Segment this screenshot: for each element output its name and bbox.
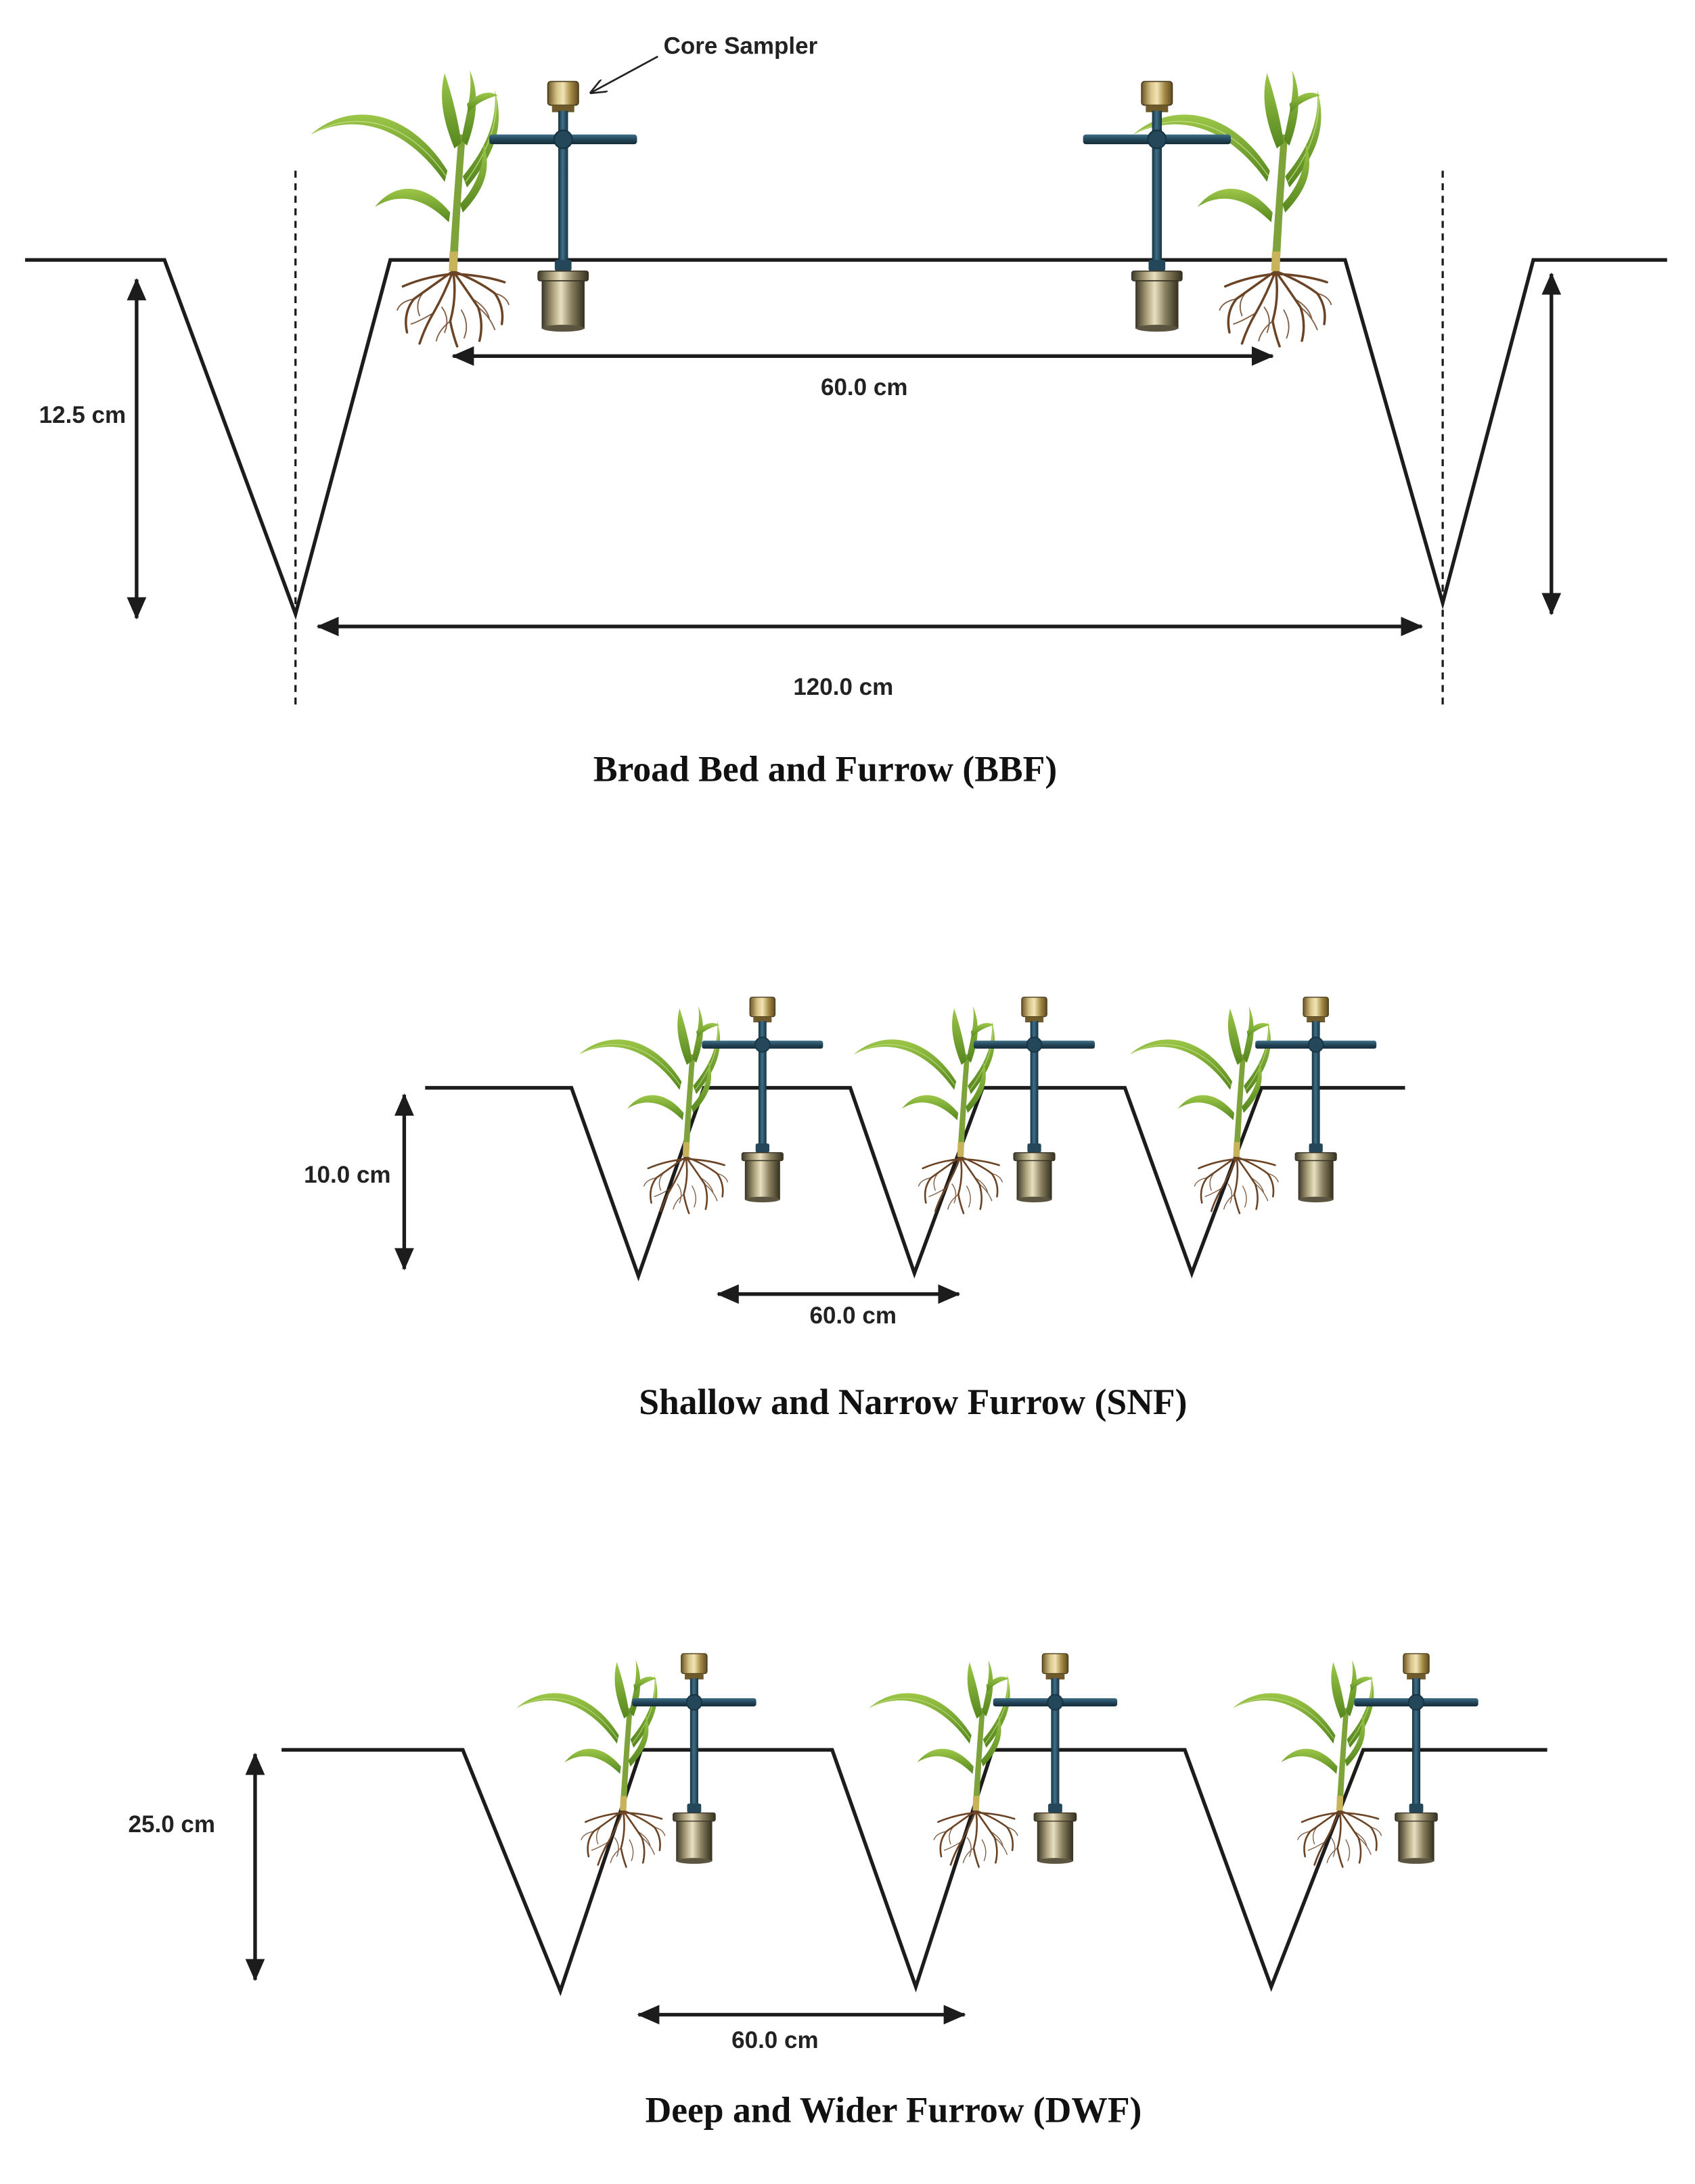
row-spacing-label: 60.0 cm: [731, 2027, 818, 2053]
core-sampler: [631, 1653, 757, 1865]
maize-plant: [868, 1659, 1019, 1868]
panel-title: Broad Bed and Furrow (BBF): [593, 749, 1057, 790]
maize-plant: [1129, 1005, 1280, 1214]
core-sampler: [1255, 997, 1378, 1203]
maize-plant: [515, 1659, 666, 1868]
depth-label: 10.0 cm: [304, 1162, 391, 1188]
bed-width-label: 120.0 cm: [793, 674, 893, 700]
panel-title: Deep and Wider Furrow (DWF): [646, 2089, 1142, 2130]
core-sampler: [992, 1653, 1118, 1865]
row-spacing-label: 60.0 cm: [821, 374, 908, 401]
core-sampler: [973, 997, 1095, 1203]
core-sampler: [489, 81, 638, 333]
maize-plant: [853, 1005, 1003, 1214]
depth-label: 25.0 cm: [129, 1811, 216, 1838]
row-spacing-label: 60.0 cm: [809, 1302, 897, 1329]
core-sampler-pointer-arrow: [591, 55, 658, 93]
soil-profile-bbf: [25, 258, 1667, 620]
depth-label: 12.5 cm: [39, 402, 127, 428]
soil-profile-snf: [425, 1086, 1405, 1281]
panel-title: Shallow and Narrow Furrow (SNF): [639, 1382, 1187, 1422]
panel-dwf: 25.0 cm 60.0 cm Deep and Wider Furrow (D…: [129, 1653, 1547, 2130]
core-sampler-label: Core Sampler: [664, 32, 818, 59]
maize-plant: [578, 1005, 729, 1214]
core-sampler: [701, 997, 824, 1203]
panel-snf: 10.0 cm 60.0 cm Shallow and Narrow Furro…: [304, 997, 1405, 1422]
panel-bbf: Core Sampler 12.5 cm 60.0 cm 120.0 cm Br…: [25, 32, 1667, 790]
maize-plant: [309, 69, 510, 348]
soil-profile-dwf: [281, 1748, 1547, 1997]
